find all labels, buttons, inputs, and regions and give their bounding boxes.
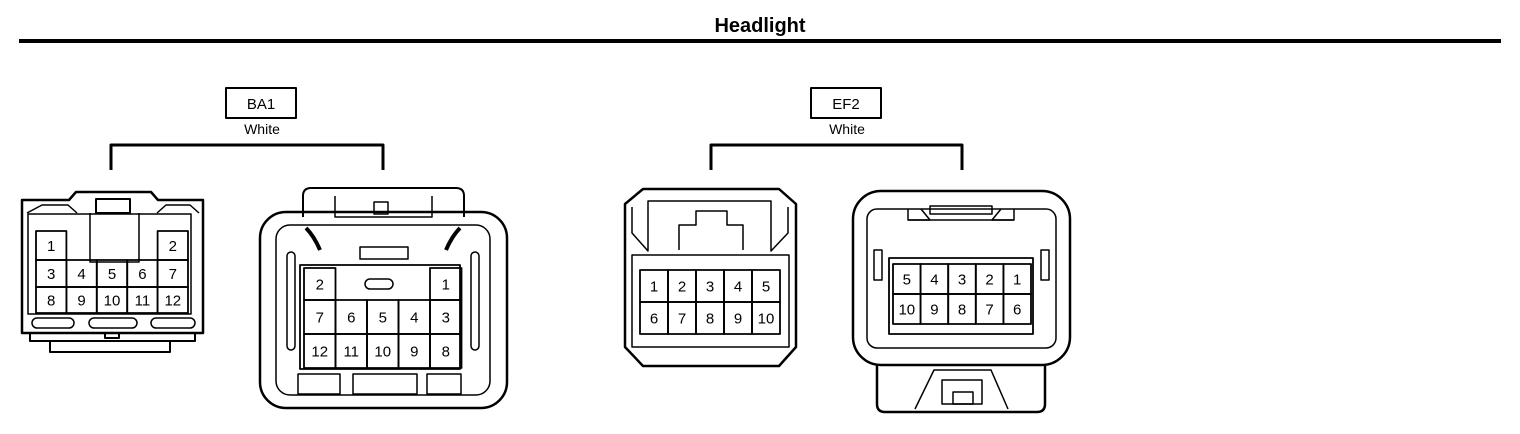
pin-number: 3 [958,271,966,288]
pin-number: 3 [442,309,450,326]
pin-number: 9 [410,343,418,360]
pin-number: 10 [104,292,121,309]
connector-color: White [244,121,280,137]
pin-number: 6 [1013,301,1021,318]
pin-number: 7 [678,310,686,327]
pin-number: 8 [442,343,450,360]
connector-housing [623,187,798,368]
pin-number: 10 [374,343,391,360]
pin-number: 5 [903,271,911,288]
pin-number: 2 [678,278,686,295]
pin-number: 12 [311,343,328,360]
connector-color: White [829,121,865,137]
pin-number: 5 [379,309,387,326]
pin-number: 1 [1013,271,1021,288]
connector-code: EF2 [832,96,860,113]
page-title: Headlight [714,15,806,37]
connector-code-box [810,87,882,119]
connector-ef2: EF2 White 1 2 3 4 5 6 7 8 9 10 5 4 3 2 1 10 9 8 7 6 [623,87,1072,414]
pin-cell [429,333,463,369]
pin-number: 9 [930,301,938,318]
pin-number: 3 [47,266,55,283]
pin-number: 7 [985,301,993,318]
pin-number: 2 [169,238,177,255]
connector-bracket [109,143,385,170]
pin-number: 1 [442,276,450,293]
pin-number: 5 [762,278,770,295]
connector-housing [851,189,1072,414]
pin-number: 4 [734,278,742,295]
pin-number: 4 [77,266,85,283]
pin-grid: 1 2 3 4 5 6 7 8 9 10 [639,269,781,335]
pin-number: 7 [169,266,177,283]
connector-housing [258,187,509,410]
pin-cell [751,301,781,335]
connector-code-box [225,87,297,119]
pin-cell [1002,293,1032,325]
pin-number: 12 [164,292,181,309]
title-divider [19,39,1501,43]
pin-number: 10 [758,310,775,327]
pin-number: 6 [650,310,658,327]
pin-number: 2 [985,271,993,288]
pin-number: 1 [47,238,55,255]
pin-cell [156,286,189,314]
pin-number: 8 [958,301,966,318]
pin-grid: 5 4 3 2 1 10 9 8 7 6 [892,263,1032,325]
pin-number: 8 [706,310,714,327]
pin-number: 3 [706,278,714,295]
connector-bracket [709,143,964,170]
connector-code: BA1 [247,96,275,113]
pin-number: 6 [347,309,355,326]
pin-number: 10 [898,301,915,318]
pin-number: 9 [734,310,742,327]
pin-grid: 2 1 7 6 5 4 3 12 11 10 9 8 [303,267,463,369]
pin-number: 11 [343,343,359,360]
pin-number: 7 [316,309,324,326]
connector-housing [20,190,205,353]
pin-number: 4 [410,309,418,326]
pin-number: 9 [77,292,85,309]
pin-number: 5 [108,266,116,283]
pin-number: 11 [135,292,151,309]
pin-number: 1 [650,278,658,295]
pin-number: 4 [930,271,938,288]
pin-number: 2 [316,276,324,293]
pin-number: 6 [138,266,146,283]
pin-number: 8 [47,292,55,309]
